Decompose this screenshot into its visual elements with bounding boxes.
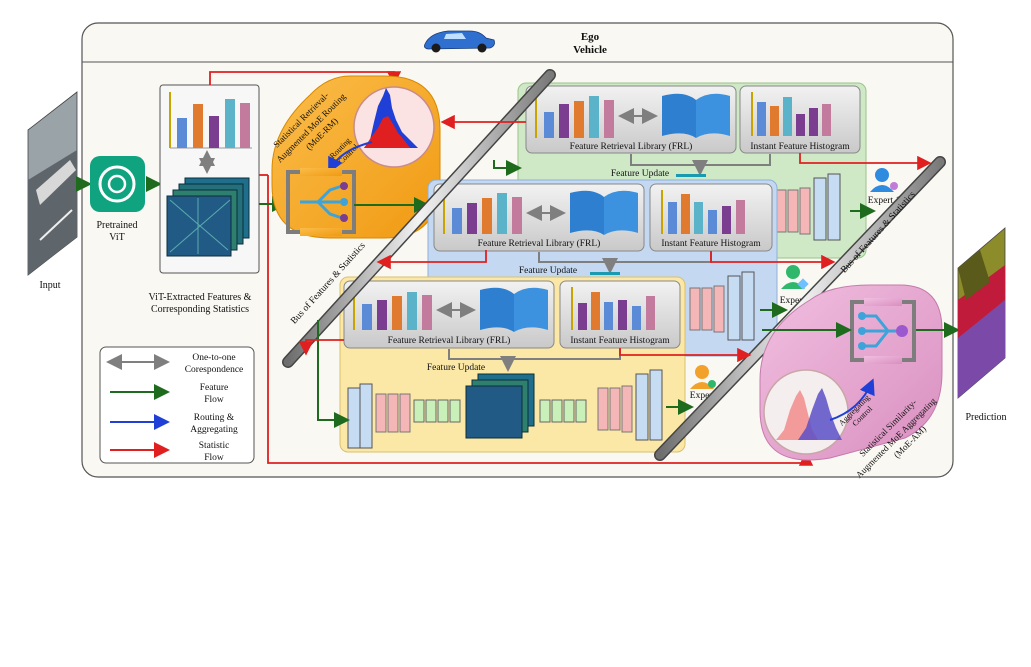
legend-item-1-line1: One-to-one xyxy=(192,353,235,363)
expert-N-update-label: Feature Update xyxy=(519,266,577,276)
vit-logo-icon xyxy=(90,156,145,212)
router-network-icon xyxy=(286,168,356,236)
aggregating-control-arrow xyxy=(829,378,875,421)
expert-1-hist-label: Instant Feature Histogram xyxy=(750,142,850,152)
vit-label-line2: ViT xyxy=(109,232,125,243)
features-caption-line2: Corresponding Statistics xyxy=(151,304,249,315)
expert-N-person-icon xyxy=(781,265,809,290)
expert-N-frl-label: Feature Retrieval Library (FRL) xyxy=(478,238,601,249)
car-icon xyxy=(424,30,495,53)
expert-N-update-bar xyxy=(590,272,620,275)
ego-subtitle: Vehicle xyxy=(573,44,607,56)
expert-1-label: Expert 1 xyxy=(868,196,901,206)
expert-1-person-icon xyxy=(870,168,898,192)
input-image xyxy=(27,91,78,276)
legend-item-4-line1: Statistic xyxy=(199,441,230,451)
stat-expert-N-to-bus xyxy=(710,251,836,270)
expert-n-update-label: Feature Update xyxy=(427,363,485,373)
expert-1-book-icon xyxy=(662,93,730,138)
legend-item-2-line1: Feature xyxy=(200,383,229,393)
legend-item-4-line2: Flow xyxy=(204,453,224,463)
flow-bus-to-expert-1 xyxy=(493,160,522,176)
vit-feature-maps xyxy=(166,177,250,257)
expert-n-book-icon xyxy=(480,287,548,332)
legend-item-2-line2: Flow xyxy=(204,395,224,405)
input-label: Input xyxy=(39,280,60,291)
prediction-label: Prediction xyxy=(965,412,1006,423)
aggregator-histogram xyxy=(776,388,842,440)
stat-router-to-expert-n xyxy=(298,339,344,356)
prediction-image xyxy=(957,227,1006,399)
expert-n-label: Expert n xyxy=(690,391,723,401)
stat-expert-1-to-bus xyxy=(799,153,932,171)
stat-router-to-expert-N xyxy=(376,250,487,270)
expert-1-update-bar xyxy=(676,174,706,177)
stat-expert-n-to-aggregator xyxy=(619,347,752,363)
legend xyxy=(99,346,255,464)
expert-N-hist-label: Instant Feature Histogram xyxy=(661,239,761,249)
ego-title: Ego xyxy=(581,31,600,43)
expert-n-hist-label: Instant Feature Histogram xyxy=(570,336,670,346)
expert-N-layers xyxy=(689,271,755,341)
expert-1-hist-bars xyxy=(751,92,831,136)
expert-1-layers xyxy=(775,173,841,241)
vit-stat-bar-chart xyxy=(169,92,252,149)
expert-1-update-arrows xyxy=(630,154,771,172)
expert-N-label: Expert N xyxy=(780,296,815,306)
legend-item-1-line2: Corespondence xyxy=(185,365,244,375)
expert-1-frl-bars xyxy=(535,92,614,138)
expert-N-hist-bars xyxy=(661,190,745,234)
features-caption-line1: ViT-Extracted Features & xyxy=(149,292,252,303)
aggregator-network-icon xyxy=(850,298,916,364)
expert-1-update-label: Feature Update xyxy=(611,169,669,179)
flow-bus-to-expert-n xyxy=(317,320,350,428)
routing-control-arrow xyxy=(328,141,373,174)
expert-1-frl-label: Feature Retrieval Library (FRL) xyxy=(570,141,693,152)
expert-n-network-layers xyxy=(347,369,663,449)
expert-n-frl-label: Feature Retrieval Library (FRL) xyxy=(388,335,511,346)
expert-n-person-icon xyxy=(690,365,716,389)
legend-item-3-line1: Routing & xyxy=(194,413,235,423)
router-histogram xyxy=(364,88,418,148)
legend-item-3-line2: Aggregating xyxy=(190,425,238,435)
expert-n-hist-bars xyxy=(571,287,655,330)
expert-N-book-icon xyxy=(570,190,638,235)
vit-label-line1: Pretrained xyxy=(96,220,137,231)
